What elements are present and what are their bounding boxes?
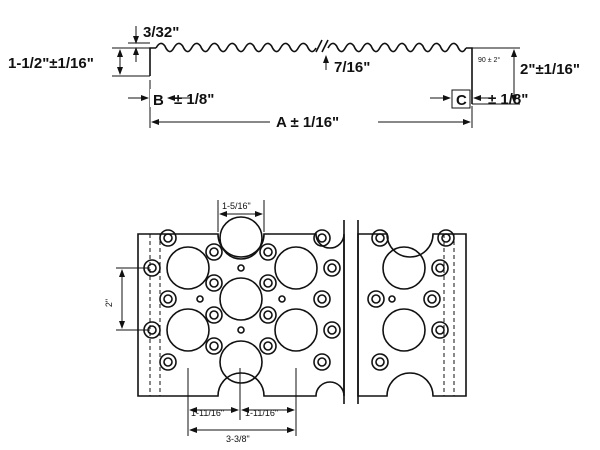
small-ring-inner: [435, 325, 445, 335]
small-ring-inner: [163, 294, 173, 304]
dim-left-height-label: 1-1/2"±1/16": [8, 55, 94, 72]
small-ring-inner: [209, 310, 219, 320]
large-hole: [382, 246, 426, 290]
channel-profile: [149, 39, 473, 104]
large-hole: [166, 308, 210, 352]
small-ring-outer: [205, 337, 223, 355]
small-ring-outer: [159, 229, 177, 247]
small-ring-outer: [259, 274, 277, 292]
dim-lip-label: 7/16": [334, 59, 370, 76]
small-ring-inner: [263, 247, 273, 257]
small-ring-outer: [423, 290, 441, 308]
small-ring-outer: [205, 274, 223, 292]
large-hole: [382, 308, 426, 352]
small-ring-inner: [263, 310, 273, 320]
small-ring-inner: [327, 325, 337, 335]
small-ring-inner: [209, 247, 219, 257]
dim-overall-label: A ± 1/16": [276, 114, 339, 131]
small-ring-inner: [163, 233, 173, 243]
label-c: C: [456, 92, 467, 109]
small-ring-outer: [437, 229, 455, 247]
dim-c: C ± 1/8": [430, 89, 528, 109]
tol-c: ± 1/8": [488, 91, 528, 108]
tiny-hole: [388, 295, 396, 303]
small-ring-inner: [427, 294, 437, 304]
small-ring-inner: [209, 278, 219, 288]
small-ring-outer: [159, 290, 177, 308]
plan-view: 1-5/16" 2" 1-11/16" 1-11/16" 3: [104, 200, 467, 444]
dim-right-height: 90 ± 2° 2"±1/16": [472, 47, 580, 105]
small-ring-outer: [159, 353, 177, 371]
small-ring-outer: [313, 353, 331, 371]
small-ring-outer: [259, 243, 277, 261]
tiny-hole: [278, 295, 286, 303]
dim-pitch-label: 3-3/8": [226, 434, 250, 444]
small-ring-inner: [375, 233, 385, 243]
tol-b: ± 1/8": [174, 91, 214, 108]
dim-hole-width-label: 1-5/16": [222, 201, 251, 211]
dim-pitch: 3-3/8": [189, 427, 295, 444]
small-ring-outer: [205, 243, 223, 261]
large-hole: [219, 216, 263, 260]
large-hole: [219, 277, 263, 321]
small-ring-outer: [205, 306, 223, 324]
side-view: 3/32" 1-1/2"±1/16" 7/16" 90 ± 2° 2"±1/16…: [8, 24, 580, 131]
label-b: B: [153, 92, 164, 109]
small-ring-outer: [313, 290, 331, 308]
small-ring-inner: [263, 341, 273, 351]
dim-half-pitch-left-label: 1-11/16": [191, 408, 224, 418]
dim-top-thickness-label: 3/32": [143, 24, 179, 41]
large-hole: [219, 340, 263, 384]
small-ring-outer: [371, 353, 389, 371]
dim-half-pitch-right-label: 1-11/16": [245, 408, 278, 418]
small-ring-inner: [209, 341, 219, 351]
dim-hole-width: 1-5/16": [217, 200, 265, 232]
small-ring-outer: [431, 259, 449, 277]
small-ring-inner: [317, 357, 327, 367]
small-ring-inner: [371, 294, 381, 304]
large-hole: [274, 246, 318, 290]
small-ring-inner: [435, 263, 445, 273]
perforation-holes: [143, 216, 455, 384]
dim-vertical-pitch-label: 2": [104, 299, 114, 307]
small-ring-inner: [441, 233, 451, 243]
dim-top-thickness: 3/32": [128, 24, 179, 62]
dim-b: B ± 1/8": [128, 80, 214, 128]
small-ring-inner: [263, 278, 273, 288]
dim-left-height: 1-1/2"±1/16": [8, 47, 150, 77]
large-hole: [274, 308, 318, 352]
small-ring-outer: [431, 321, 449, 339]
dim-half-pitch: 1-11/16" 1-11/16": [187, 368, 297, 436]
small-ring-inner: [327, 263, 337, 273]
large-hole: [166, 246, 210, 290]
small-ring-outer: [259, 306, 277, 324]
dim-angle-label: 90 ± 2°: [478, 56, 500, 64]
small-ring-inner: [163, 357, 173, 367]
small-ring-outer: [323, 259, 341, 277]
small-ring-outer: [323, 321, 341, 339]
small-ring-outer: [259, 337, 277, 355]
dim-lip: 7/16": [323, 55, 370, 76]
small-ring-outer: [313, 229, 331, 247]
small-ring-inner: [317, 233, 327, 243]
small-ring-outer: [367, 290, 385, 308]
tiny-hole: [237, 264, 245, 272]
tiny-hole: [237, 326, 245, 334]
dim-right-height-label: 2"±1/16": [520, 61, 580, 78]
small-ring-inner: [317, 294, 327, 304]
small-ring-inner: [375, 357, 385, 367]
dim-overall: A ± 1/16": [151, 106, 473, 131]
tiny-hole: [196, 295, 204, 303]
dim-vertical-pitch: 2": [104, 267, 150, 331]
small-ring-outer: [371, 229, 389, 247]
